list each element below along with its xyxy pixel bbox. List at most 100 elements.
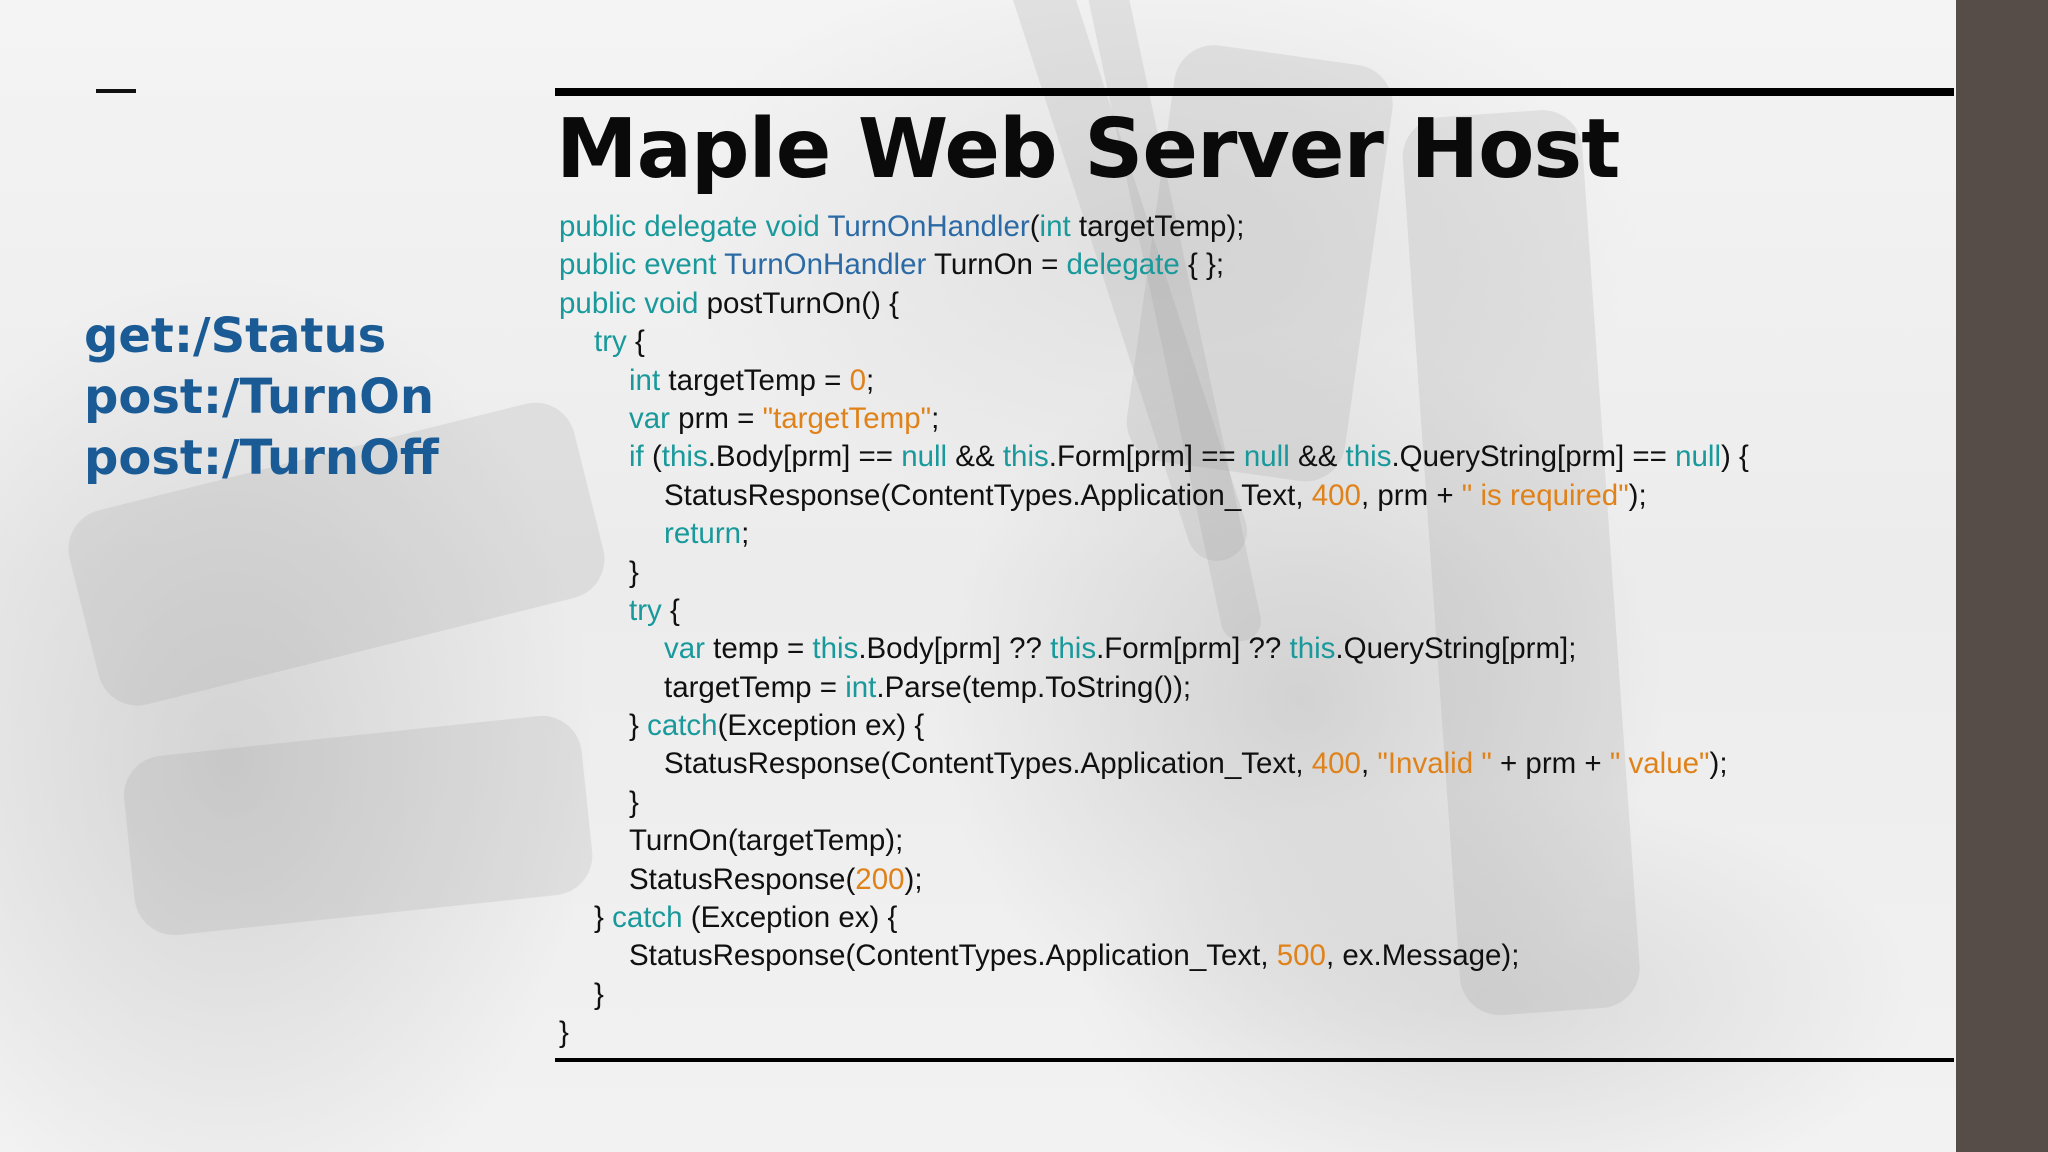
code-token: " value" <box>1609 747 1710 781</box>
code-token: postTurnOn() { <box>698 286 899 320</box>
code-token: ; <box>741 517 750 551</box>
code-token: 200 <box>855 862 905 896</box>
code-token: this <box>812 632 859 666</box>
code-line: } <box>559 784 1749 822</box>
code-token: .QueryString[prm] == <box>1391 440 1676 474</box>
code-token: 400 <box>1311 478 1361 512</box>
code-token: this <box>1345 440 1392 474</box>
code-token: " is required" <box>1461 478 1629 512</box>
corner-dash <box>96 89 136 93</box>
code-token: int <box>629 363 661 397</box>
code-token: StatusResponse(ContentTypes.Application_… <box>664 747 1312 781</box>
code-token: var <box>629 401 670 435</box>
code-line: return; <box>559 515 1749 553</box>
code-token: { }; <box>1179 248 1225 282</box>
code-token: { <box>661 593 680 627</box>
code-token: + prm + <box>1491 747 1610 781</box>
code-token: TurnOn = <box>926 248 1067 282</box>
code-token: ; <box>931 401 940 435</box>
code-token: TurnOnHandler <box>827 210 1030 243</box>
bottom-rule <box>555 1058 1954 1062</box>
code-token: targetTemp = <box>664 670 846 704</box>
code-token: , ex.Message); <box>1325 939 1520 973</box>
code-line: try { <box>559 323 1749 361</box>
code-token: StatusResponse(ContentTypes.Application_… <box>664 478 1312 512</box>
code-token: .QueryString[prm]; <box>1335 632 1577 666</box>
code-token: } <box>594 977 604 1011</box>
code-token: int <box>845 670 877 704</box>
code-line: int targetTemp = 0; <box>559 362 1749 400</box>
code-token: && <box>1289 440 1346 474</box>
code-token: public void <box>559 286 699 320</box>
code-token: 0 <box>849 363 866 397</box>
background-photo <box>0 0 1956 1152</box>
code-line: StatusResponse(ContentTypes.Application_… <box>559 477 1749 515</box>
code-token: var <box>664 632 705 666</box>
code-token: "targetTemp" <box>762 401 932 435</box>
code-token: .Body[prm] ?? <box>858 632 1051 666</box>
code-line: } <box>559 1014 1749 1052</box>
code-token: ); <box>1628 478 1647 512</box>
code-token: this <box>661 440 708 474</box>
code-token: StatusResponse(ContentTypes.Application_… <box>629 939 1277 973</box>
code-line: } catch(Exception ex) { <box>559 707 1749 745</box>
code-token: null <box>1243 440 1290 474</box>
top-rule <box>555 88 1954 96</box>
code-token: this <box>1002 440 1049 474</box>
code-line: public void postTurnOn() { <box>559 285 1749 323</box>
code-token: 400 <box>1311 747 1361 781</box>
code-token: { <box>626 325 645 359</box>
code-token: } <box>629 785 639 819</box>
code-token: } <box>629 555 639 589</box>
code-token: .Body[prm] == <box>707 440 902 474</box>
code-token: ( <box>1029 210 1040 243</box>
code-token: , prm + <box>1360 478 1462 512</box>
code-token: catch <box>612 901 683 935</box>
code-line: } <box>559 554 1749 592</box>
code-token: (Exception ex) { <box>717 709 925 743</box>
code-token: if <box>629 440 644 474</box>
code-token: this <box>1050 632 1097 666</box>
code-token: ; <box>865 363 875 397</box>
code-token: && <box>947 440 1003 474</box>
code-line: var temp = this.Body[prm] ?? this.Form[p… <box>559 630 1749 668</box>
code-token: this <box>1289 632 1336 666</box>
code-token: targetTemp = <box>660 363 850 397</box>
code-token: try <box>594 325 627 359</box>
code-token: } <box>629 709 648 743</box>
code-token: TurnOnHandler <box>724 248 927 282</box>
code-token: .Form[prm] == <box>1048 440 1244 474</box>
code-token: return <box>664 517 742 551</box>
code-token: targetTemp); <box>1070 210 1245 243</box>
code-token: StatusResponse( <box>629 862 856 896</box>
code-line: TurnOn(targetTemp); <box>559 822 1749 860</box>
code-token: } <box>594 901 613 935</box>
code-line: targetTemp = int.Parse(temp.ToString()); <box>559 669 1749 707</box>
code-line: public delegate void TurnOnHandler(int t… <box>559 208 1749 246</box>
code-token: .Form[prm] ?? <box>1096 632 1290 666</box>
code-line: if (this.Body[prm] == null && this.Form[… <box>559 438 1749 476</box>
code-token: prm = <box>669 401 763 435</box>
code-token: ( <box>643 440 662 474</box>
code-token: ) { <box>1721 440 1749 474</box>
code-token: null <box>1675 440 1722 474</box>
code-token: temp = <box>704 632 813 666</box>
code-token: try <box>629 593 662 627</box>
code-token: null <box>901 440 948 474</box>
code-token: 500 <box>1276 939 1326 973</box>
code-line: StatusResponse(ContentTypes.Application_… <box>559 937 1749 975</box>
code-token: public delegate void <box>559 210 828 243</box>
code-line: } <box>559 976 1749 1014</box>
code-token: .Parse(temp.ToString()); <box>876 670 1192 704</box>
code-line: public event TurnOnHandler TurnOn = dele… <box>559 246 1749 284</box>
code-line: var prm = "targetTemp"; <box>559 400 1749 438</box>
code-token: } <box>559 1016 569 1050</box>
code-block: public delegate void TurnOnHandler(int t… <box>559 208 1749 1053</box>
code-line: StatusResponse(200); <box>559 861 1749 899</box>
code-token: int <box>1039 210 1071 243</box>
endpoint-post-turnoff: post:/TurnOff <box>84 430 439 486</box>
code-token: ); <box>1709 747 1728 781</box>
right-side-bar <box>1956 0 2048 1152</box>
slide-title: Maple Web Server Host <box>556 102 1620 197</box>
endpoint-list: get:/Status post:/TurnOn post:/TurnOff <box>84 306 439 489</box>
